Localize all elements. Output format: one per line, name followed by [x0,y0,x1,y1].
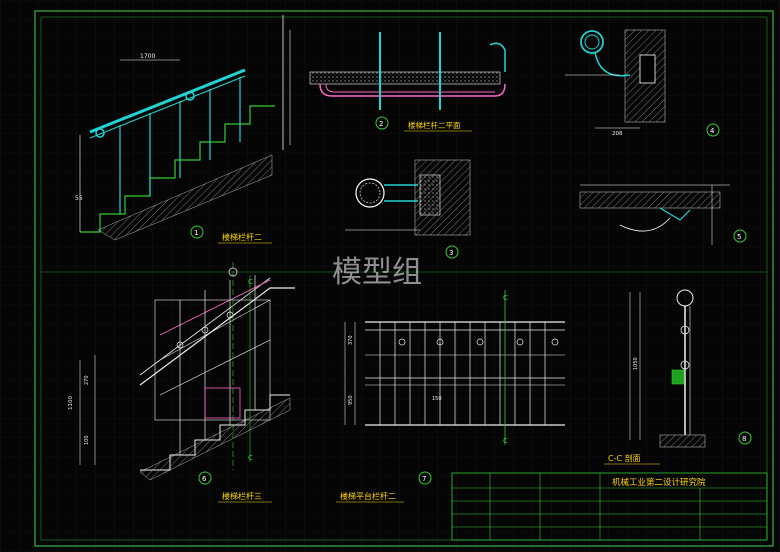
section-mark-c-top: C [248,278,253,286]
callout-4: 4 [710,127,715,135]
dim-950: 950 [348,395,354,405]
watermark-text: 模型组 [332,255,422,290]
detail-6-stair-rail-3: C C 1100 270 100 6 楼梯栏杆三 [68,262,295,503]
callout-1: 1 [194,229,198,237]
detail-7-platform-rail: C C 370 950 150 7 楼梯平台栏杆二 [336,290,565,503]
caption-stair-rail-2: 楼梯栏杆二 [222,232,262,242]
detail-1-stair-rail: 1700 55 1 楼梯栏杆二 [75,15,291,244]
caption-section-cc: C-C 剖面 [608,453,641,463]
callout-8: 8 [742,435,746,443]
dim-55: 55 [75,195,83,202]
dim-270: 270 [84,375,90,385]
caption-stair-rail-3: 楼梯栏杆三 [222,491,262,501]
section-mark-c-7-bottom: C [503,437,508,445]
dim-208: 208 [612,131,623,137]
sheet-inner-border [40,16,768,541]
callout-7: 7 [422,475,426,483]
detail-2-handrail-plan: 2 楼梯栏杆二平面 [309,32,506,132]
title-block: 机械工业第二设计研究院 [451,472,768,541]
section-mark-c-7-top: C [503,294,508,302]
dim-150: 150 [432,396,442,402]
dim-1700: 1700 [140,53,155,60]
callout-6: 6 [202,475,207,483]
detail-4-wall-bracket: 208 4 [565,29,720,137]
callout-5: 5 [737,233,741,241]
caption-platform-rail-2: 楼梯平台栏杆二 [340,491,396,501]
callout-3: 3 [449,249,453,257]
section-mark-c-bottom: C [248,454,253,462]
callout-2: 2 [379,120,383,128]
title-block-institute: 机械工业第二设计研究院 [612,477,706,488]
detail-8-section-cc: 1050 8 C-C 剖面 [604,289,752,465]
detail-5-tread-nosing: 5 [579,184,747,245]
dim-100: 100 [84,435,90,445]
dim-1050: 1050 [633,357,639,370]
dim-370: 370 [348,335,354,345]
dim-1100: 1100 [68,396,74,410]
caption-stair-rail-2-plan: 楼梯栏杆二平面 [408,120,461,130]
detail-3-rail-section: 3 [345,159,471,259]
sheet-border [34,10,774,547]
